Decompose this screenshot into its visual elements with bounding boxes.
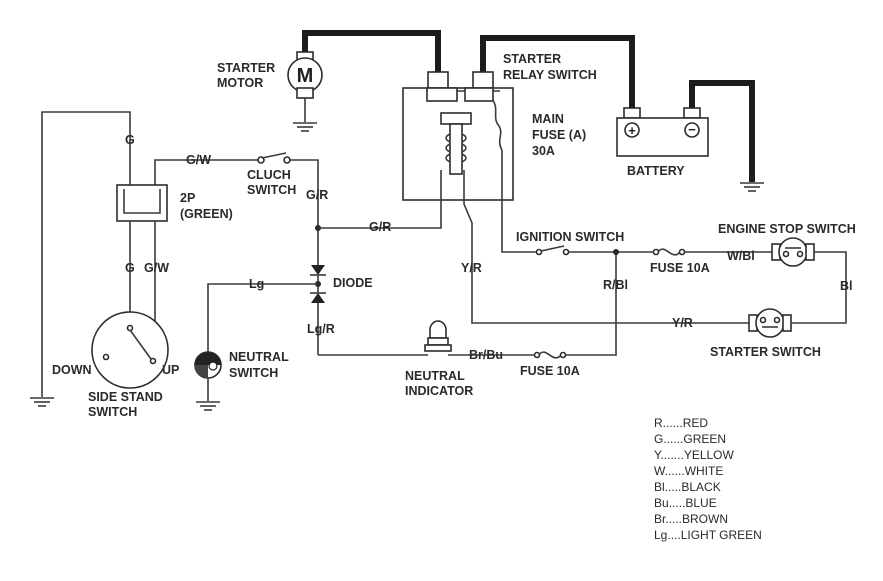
battery: + − BATTERY bbox=[616, 107, 764, 192]
legend-entry: Br.....BROWN bbox=[654, 512, 728, 526]
wire-label-gr-clutch: G/R bbox=[306, 188, 328, 202]
clutch-switch-label-2: SWITCH bbox=[247, 183, 296, 197]
battery-ground-cable bbox=[689, 80, 755, 182]
legend-entry: R......RED bbox=[654, 416, 708, 430]
connector-2p-label-2: (GREEN) bbox=[180, 207, 233, 221]
legend-entry: Lg....LIGHT GREEN bbox=[654, 528, 762, 542]
diode-label: DIODE bbox=[333, 276, 373, 290]
legend-entry: Bl.....BLACK bbox=[654, 480, 721, 494]
side-stand-up-label: UP bbox=[162, 363, 179, 377]
legend-entry: G......GREEN bbox=[654, 432, 726, 446]
wire-label-y-r-vertical: Y/R bbox=[461, 261, 482, 275]
side-stand-label-2: SWITCH bbox=[88, 405, 137, 419]
engine-stop-switch-label: ENGINE STOP SWITCH bbox=[718, 222, 856, 236]
indicator-bulb-icon bbox=[429, 320, 447, 339]
legend-entry: Y.......YELLOW bbox=[654, 448, 735, 462]
starter-switch-label: STARTER SWITCH bbox=[710, 345, 821, 359]
clutch-switch-label-1: CLUCH bbox=[247, 168, 291, 182]
wire-label-g-top: G bbox=[125, 133, 135, 147]
legend-entry: W......WHITE bbox=[654, 464, 723, 478]
wire-label-r-bl: R/Bl bbox=[603, 278, 628, 292]
ground-icon bbox=[196, 401, 220, 411]
wire-label-br-bu: Br/Bu bbox=[469, 348, 503, 362]
neutral-indicator-label-2: INDICATOR bbox=[405, 384, 473, 398]
wire-label-gw-lower: G/W bbox=[144, 261, 169, 275]
starter-relay-label-2: RELAY SWITCH bbox=[503, 68, 597, 82]
ignition-switch-label: IGNITION SWITCH bbox=[516, 230, 624, 244]
connector-2p-label-1: 2P bbox=[180, 191, 195, 205]
side-stand-wiring: G G/W G G/W 2P (GREEN) bbox=[30, 111, 319, 407]
neutral-indicator: NEUTRAL INDICATOR Br/Bu FUSE 10A R/Bl bbox=[318, 252, 628, 398]
ground-icon bbox=[293, 122, 317, 132]
motor-to-relay-cable bbox=[302, 30, 441, 75]
wire-label-gr-relay: G/R bbox=[369, 220, 391, 234]
ground-icon bbox=[740, 182, 764, 192]
starter-motor: M STARTER MOTOR bbox=[217, 51, 323, 132]
wire-label-w-bl: W/Bl bbox=[727, 249, 755, 263]
ignition-circuit: IGNITION SWITCH FUSE 10A W/Bl bbox=[501, 150, 775, 275]
ground-icon bbox=[30, 397, 54, 407]
clutch-switch: CLUCH SWITCH G/R bbox=[247, 152, 328, 202]
neutral-indicator-label-1: NEUTRAL bbox=[405, 369, 465, 383]
heavy-cables bbox=[302, 30, 755, 182]
fuse-10a-main-label: FUSE 10A bbox=[650, 261, 710, 275]
diode: DIODE Lg/R bbox=[307, 265, 373, 355]
wire-label-bl: Bl bbox=[840, 279, 853, 293]
color-code-legend: R......RED G......GREEN Y.......YELLOW W… bbox=[654, 416, 762, 542]
main-fuse-label-1: MAIN bbox=[532, 112, 564, 126]
starter-motor-label-1: STARTER bbox=[217, 61, 275, 75]
neutral-switch: Lg NEUTRAL SWITCH bbox=[194, 277, 318, 411]
wire-label-y-r-starter: Y/R bbox=[672, 316, 693, 330]
wire-label-lg: Lg bbox=[249, 277, 264, 291]
starter-motor-label-2: MOTOR bbox=[217, 76, 263, 90]
wire-label-lg-r: Lg/R bbox=[307, 322, 335, 336]
starter-motor-symbol: M bbox=[297, 65, 314, 87]
gr-relay-wire: G/R bbox=[315, 170, 442, 234]
side-stand-switch: DOWN UP SIDE STAND SWITCH bbox=[52, 311, 179, 419]
starter-switch: Y/R Y/R STARTER SWITCH bbox=[461, 170, 821, 359]
neutral-switch-label-1: NEUTRAL bbox=[229, 350, 289, 364]
main-fuse-label-3: 30A bbox=[532, 144, 555, 158]
legend-entry: Bu.....BLUE bbox=[654, 496, 717, 510]
wire-label-g-lower: G bbox=[125, 261, 135, 275]
main-fuse-label-2: FUSE (A) bbox=[532, 128, 586, 142]
side-stand-label-1: SIDE STAND bbox=[88, 390, 163, 404]
engine-stop-switch: ENGINE STOP SWITCH Bl bbox=[718, 222, 856, 324]
main-fuse-icon bbox=[492, 99, 503, 151]
battery-positive-icon: + bbox=[628, 123, 636, 138]
wire-label-gw-top: G/W bbox=[186, 153, 211, 167]
relay-to-battery-cable bbox=[480, 35, 635, 108]
battery-label: BATTERY bbox=[627, 164, 685, 178]
neutral-switch-label-2: SWITCH bbox=[229, 366, 278, 380]
starter-relay-switch: STARTER RELAY SWITCH MAIN FUSE (A) 30A bbox=[402, 52, 597, 201]
battery-negative-icon: − bbox=[688, 122, 696, 137]
fuse-10a-indicator-label: FUSE 10A bbox=[520, 364, 580, 378]
starter-relay-label-1: STARTER bbox=[503, 52, 561, 66]
connector-2p bbox=[116, 184, 168, 222]
side-stand-down-label: DOWN bbox=[52, 363, 92, 377]
